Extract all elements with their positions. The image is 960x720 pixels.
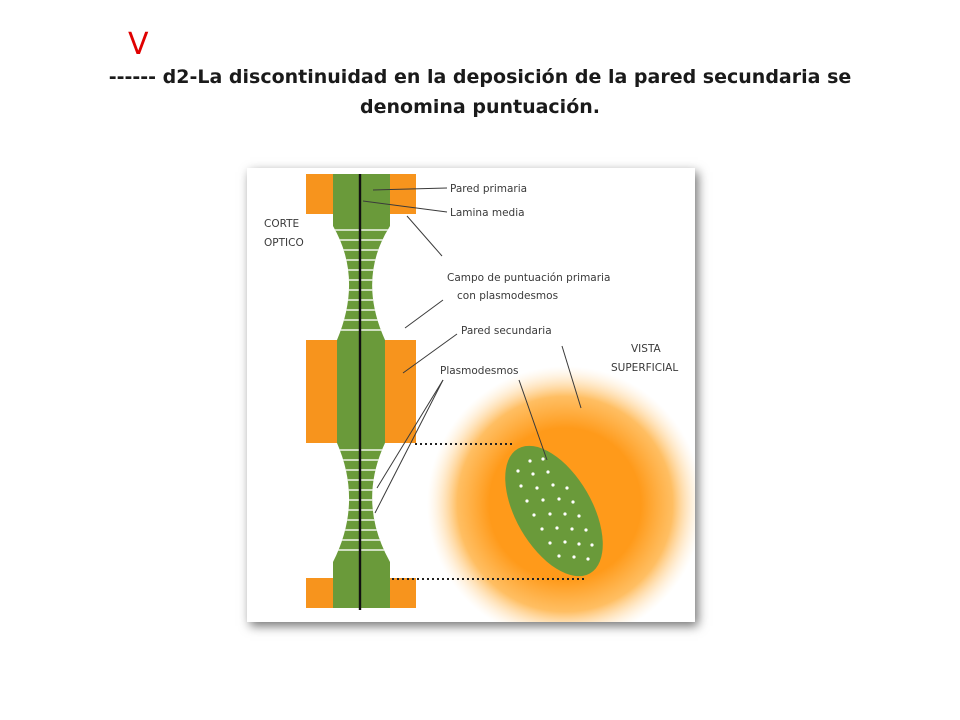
label-plasmodesmos: Plasmodesmos — [440, 365, 519, 377]
secondary-wall-bottom-right — [385, 578, 416, 608]
secondary-wall-mid-left — [306, 340, 337, 443]
label-pared-secundaria: Pared secundaria — [461, 325, 552, 337]
secondary-wall-bottom-left — [306, 578, 337, 608]
leader-lines — [362, 187, 582, 514]
label-superficial: SUPERFICIAL — [611, 362, 678, 374]
label-campo-puntuacion-1: Campo de puntuación primaria — [447, 272, 610, 284]
primary-wall — [333, 174, 390, 608]
pit-diagram: CORTE OPTICO Pared primaria Lamina media… — [247, 168, 695, 622]
pit-diagram-svg: CORTE OPTICO Pared primaria Lamina media… — [264, 174, 695, 622]
secondary-wall-top-left — [306, 174, 337, 214]
slide-title-line-2: denomina puntuación. — [360, 96, 600, 118]
label-vista: VISTA — [631, 343, 662, 355]
secondary-wall-blocks — [306, 174, 416, 608]
label-pared-primaria: Pared primaria — [450, 183, 527, 195]
slide-title: ------ d2-La discontinuidad en la deposi… — [60, 62, 900, 122]
answer-mark: V — [128, 27, 149, 62]
secondary-wall-mid-right — [385, 340, 416, 443]
plasmodesmata-dots — [516, 457, 594, 561]
label-corte: CORTE — [264, 218, 299, 230]
label-optico: OPTICO — [264, 237, 304, 249]
label-lamina-media: Lamina media — [450, 207, 525, 219]
slide-title-line-1: ------ d2-La discontinuidad en la deposi… — [108, 66, 852, 88]
label-campo-puntuacion-2: con plasmodesmos — [457, 290, 558, 302]
